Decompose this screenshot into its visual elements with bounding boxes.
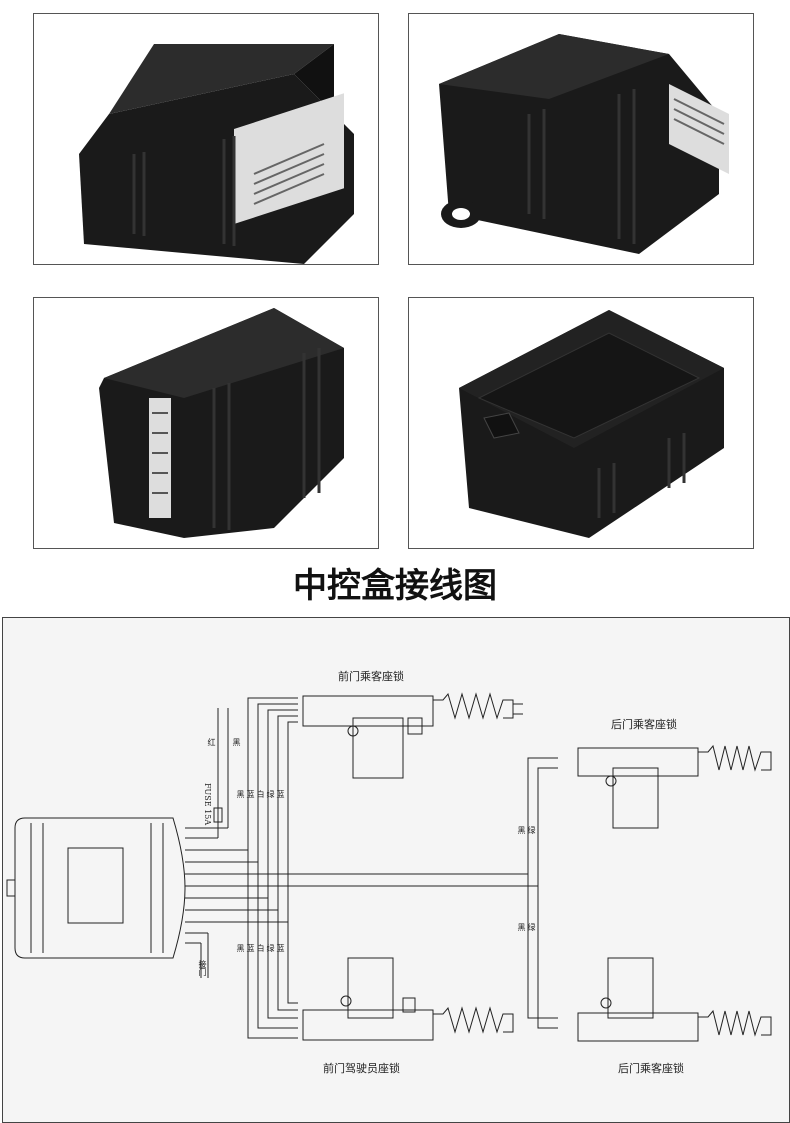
page-title: 中控盒接线图 bbox=[293, 566, 497, 606]
fuse-label: FUSE 15A bbox=[203, 783, 212, 826]
red-wire-label: 红 bbox=[207, 738, 216, 746]
driver-wire-label: 白 bbox=[256, 944, 265, 952]
door-lock-actuator-icon bbox=[302, 957, 514, 1041]
control-box-bottom-view bbox=[408, 297, 754, 549]
driver-wire-label: 黑 bbox=[236, 944, 245, 952]
main-wire-label: 黑 bbox=[236, 790, 245, 798]
wiring-diagram-drawing bbox=[6, 692, 772, 1042]
control-box-icon bbox=[439, 34, 729, 254]
black-wire-label: 黑 bbox=[232, 738, 241, 746]
control-box-icon bbox=[459, 310, 724, 538]
main-wire-label: 白 bbox=[256, 790, 265, 798]
control-box-icon bbox=[6, 817, 186, 959]
control-box-mount-view bbox=[408, 13, 754, 265]
door-lock-actuator-icon bbox=[577, 744, 772, 829]
control-box-connector-view bbox=[33, 297, 379, 549]
control-box-icon bbox=[79, 44, 354, 264]
driver-wire-label: 蓝 bbox=[276, 944, 285, 952]
main-wire-label: 蓝 bbox=[276, 790, 285, 798]
main-wire-label: 绿 bbox=[266, 790, 275, 798]
door-lock-actuator-icon bbox=[302, 692, 523, 779]
control-box-icon bbox=[99, 308, 344, 538]
wiring-diagram: 前门乘客座锁 后门乘客座锁 前门驾驶员座锁 后门乘客座锁 红 黑 FUSE 15… bbox=[2, 617, 790, 1123]
rear-wire-label: 黑 bbox=[517, 923, 526, 931]
control-box-front-view bbox=[33, 13, 379, 265]
rear-wire-label: 黑 bbox=[517, 826, 526, 834]
door-lock-actuator-icon bbox=[577, 957, 772, 1042]
front-driver-lock-label: 前门驾驶员座锁 bbox=[323, 1062, 400, 1075]
driver-wire-label: 蓝 bbox=[246, 944, 255, 952]
rear-passenger-lock-bottom-label: 后门乘客座锁 bbox=[618, 1062, 684, 1075]
rear-passenger-lock-top-label: 后门乘客座锁 bbox=[611, 718, 677, 731]
ground-wire-label: 接门 bbox=[198, 960, 207, 976]
main-wire-label: 蓝 bbox=[246, 790, 255, 798]
driver-wire-label: 绿 bbox=[266, 944, 275, 952]
front-passenger-lock-label: 前门乘客座锁 bbox=[338, 670, 404, 683]
rear-wire-label: 绿 bbox=[527, 923, 536, 931]
rear-wire-label: 绿 bbox=[527, 826, 536, 834]
